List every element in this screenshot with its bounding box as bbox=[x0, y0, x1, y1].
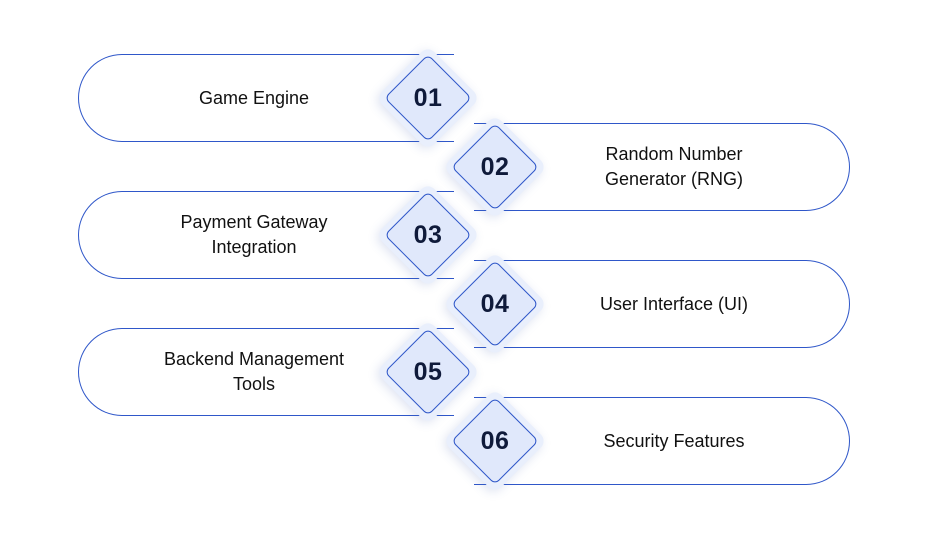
step-number-badge-6: 06 bbox=[442, 388, 548, 494]
step-label-1: Game Engine bbox=[198, 87, 310, 108]
step-number-badge-3: 03 bbox=[375, 182, 481, 288]
step-label-3: Payment Gateway Integration bbox=[180, 212, 328, 257]
step-number-badge-2: 02 bbox=[442, 114, 548, 220]
step-number-1: 01 bbox=[413, 83, 443, 112]
step-number-badge-5: 05 bbox=[375, 319, 481, 425]
step-number-badge-1: 01 bbox=[375, 45, 481, 151]
step-number-6: 06 bbox=[480, 426, 510, 455]
step-label-2: Random Number Generator (RNG) bbox=[604, 144, 744, 189]
step-number-5: 05 bbox=[413, 357, 443, 386]
step-number-badge-4: 04 bbox=[442, 251, 548, 357]
step-number-3: 03 bbox=[413, 220, 443, 249]
step-pill-5: Backend Management Tools bbox=[78, 328, 454, 416]
step-label-6: Security Features bbox=[603, 430, 745, 451]
step-label-4: User Interface (UI) bbox=[599, 293, 749, 314]
step-pill-2: Random Number Generator (RNG) bbox=[474, 123, 850, 211]
step-label-5: Backend Management Tools bbox=[163, 349, 345, 394]
step-number-2: 02 bbox=[480, 152, 510, 181]
step-number-4: 04 bbox=[480, 289, 510, 318]
